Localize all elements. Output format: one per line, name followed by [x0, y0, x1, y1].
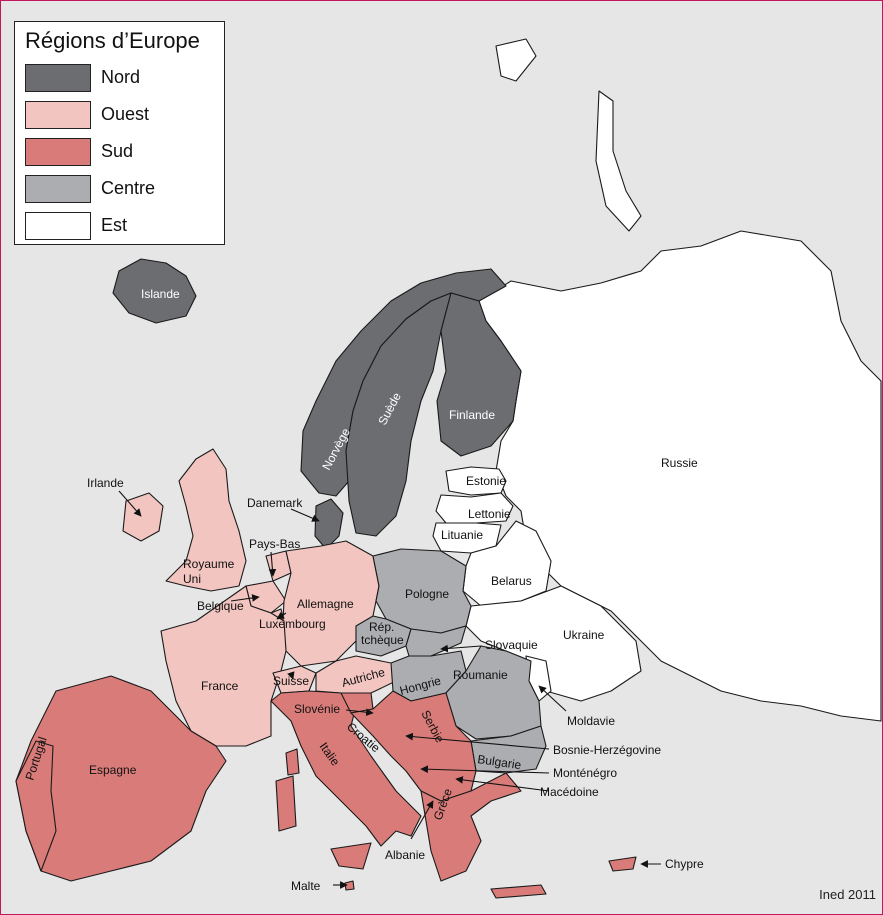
- label-allemagne: Allemagne: [297, 597, 354, 611]
- legend-label-sud: Sud: [101, 141, 134, 161]
- label-malte: Malte: [291, 879, 321, 893]
- region-france: [160, 585, 287, 747]
- region-irlande: [122, 492, 164, 542]
- label-chypre: Chypre: [665, 857, 704, 871]
- arrow-slovaquie: [440, 644, 482, 653]
- label-luxembourg: Luxembourg: [259, 617, 326, 631]
- region-sicile: [330, 842, 372, 870]
- arrow-pays-bas: [268, 551, 277, 577]
- region-finlande: [436, 292, 522, 457]
- region-roumanie: [445, 645, 542, 740]
- arrow-slovenie: [345, 708, 374, 717]
- label-finlande: Finlande: [449, 408, 495, 422]
- arrow-suisse: [287, 671, 295, 680]
- arrow-moldavie: [538, 685, 567, 712]
- island-svalbard: [495, 38, 537, 82]
- label-islande: Islande: [141, 287, 180, 301]
- region-ukraine: [465, 585, 642, 702]
- legend-item-centre: Centre: [25, 175, 220, 205]
- label-lituanie: Lituanie: [441, 528, 483, 542]
- region-allemagne: [282, 540, 380, 667]
- region-sardaigne: [275, 775, 297, 832]
- region-suisse: [272, 665, 317, 694]
- credit-text: Ined 2011: [819, 887, 876, 902]
- label-macedoine: Macédoine: [540, 785, 599, 799]
- island-novaya-zemlya: [595, 90, 642, 232]
- legend-swatch-centre: [25, 175, 91, 203]
- legend-item-sud: Sud: [25, 138, 220, 168]
- arrow-belgique: [230, 594, 260, 602]
- label-lettonie: Lettonie: [468, 507, 511, 521]
- map-legend: Régions d’Europe Nord Ouest Sud Centre E…: [14, 21, 225, 245]
- label-slovaquie: Slovaquie: [485, 638, 538, 652]
- label-slovenie: Slovénie: [294, 702, 340, 716]
- region-corse: [285, 748, 300, 776]
- arrow-macedoine: [455, 776, 550, 792]
- label-france: France: [201, 679, 239, 693]
- arrow-luxembourg: [276, 611, 287, 620]
- label-irlande: Irlande: [87, 476, 124, 490]
- region-royaume-uni: [165, 448, 247, 592]
- label-belarus: Belarus: [491, 574, 532, 588]
- label-estonie: Estonie: [466, 474, 506, 488]
- label-royaume-uni-1: Royaume: [183, 557, 235, 571]
- label-royaume-uni-2: Uni: [183, 572, 201, 586]
- legend-label-ouest: Ouest: [101, 104, 150, 124]
- label-suisse: Suisse: [273, 674, 309, 688]
- region-chypre: [608, 856, 637, 872]
- region-grece: [420, 772, 522, 882]
- region-crete: [490, 884, 547, 899]
- region-suede: [345, 292, 452, 537]
- label-albanie: Albanie: [385, 848, 425, 862]
- legend-label-est: Est: [101, 215, 128, 235]
- region-russie: [478, 230, 882, 722]
- arrow-bosnie: [405, 732, 550, 750]
- region-islande: [112, 258, 197, 324]
- region-lettonie: [435, 492, 514, 524]
- region-italie: [270, 690, 422, 847]
- label-moldavie: Moldavie: [567, 714, 615, 728]
- legend-swatch-est: [25, 212, 91, 240]
- legend-swatch-ouest: [25, 101, 91, 129]
- region-espagne-portugal: [15, 675, 227, 882]
- label-rep-tcheque-1: Rép.: [369, 620, 394, 634]
- label-pologne: Pologne: [405, 587, 449, 601]
- region-danemark: [314, 498, 344, 550]
- label-belgique: Belgique: [197, 599, 244, 613]
- label-roumanie: Roumanie: [453, 668, 508, 682]
- label-rep-tcheque-2: tchèque: [361, 633, 404, 647]
- region-portugal: [15, 740, 57, 872]
- arrow-irlande: [118, 490, 142, 517]
- legend-title: Régions d’Europe: [25, 28, 200, 53]
- label-montenegro: Monténégro: [553, 766, 617, 780]
- legend-swatch-nord: [25, 64, 91, 92]
- label-russie: Russie: [661, 456, 698, 470]
- label-espagne: Espagne: [89, 763, 137, 777]
- legend-swatch-sud: [25, 138, 91, 166]
- arrow-montenegro: [420, 765, 550, 774]
- label-pays-bas: Pays-Bas: [249, 537, 300, 551]
- legend-label-nord: Nord: [101, 67, 141, 87]
- arrow-danemark: [290, 508, 320, 522]
- arrow-albanie: [410, 800, 434, 840]
- label-danemark: Danemark: [247, 496, 303, 510]
- legend-item-nord: Nord: [25, 64, 220, 94]
- label-bulgarie: Bulgarie: [477, 752, 523, 772]
- label-ukraine: Ukraine: [563, 628, 605, 642]
- legend-item-ouest: Ouest: [25, 101, 220, 131]
- region-estonie: [445, 466, 507, 496]
- legend-label-centre: Centre: [101, 178, 156, 198]
- legend-item-est: Est: [25, 212, 220, 242]
- label-bosnie: Bosnie-Herzégovine: [553, 743, 661, 757]
